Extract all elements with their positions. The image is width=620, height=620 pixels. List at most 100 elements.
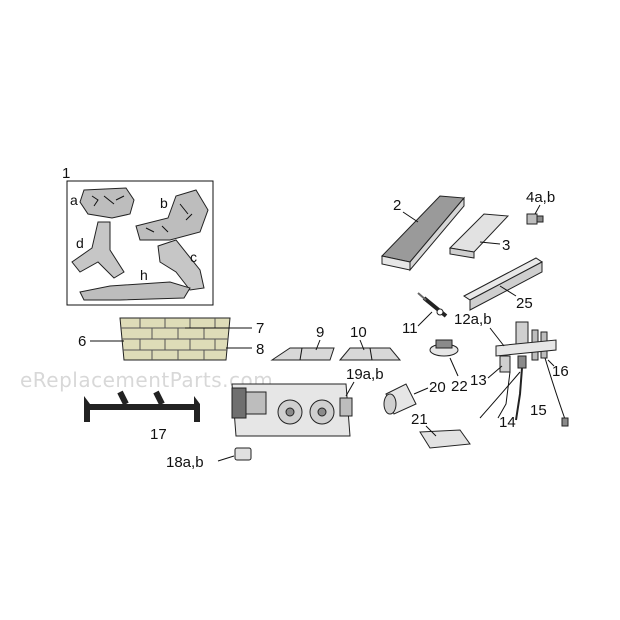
label-log-a: a	[70, 192, 78, 208]
callout-20: 20	[429, 379, 446, 396]
part-9-seam	[299, 347, 303, 361]
callout-13: 13	[470, 372, 487, 389]
callout-7: 7	[256, 320, 264, 337]
label-log-d: d	[76, 235, 84, 251]
part-4-fitting: 4a,b	[526, 189, 555, 225]
leader-18	[217, 455, 235, 462]
leader-13	[487, 365, 503, 379]
callout-25: 25	[516, 295, 533, 312]
part-11-tip	[417, 292, 427, 301]
leader-16	[547, 359, 555, 367]
callout-8: 8	[256, 341, 264, 358]
part-10-seam	[369, 347, 373, 361]
part-4-shape	[526, 213, 538, 225]
part-19-valve: 19a,b	[231, 366, 384, 437]
part-20-cylinder: 20	[383, 379, 446, 415]
part-15-end	[561, 417, 569, 427]
part-18-knob: 18a,b	[166, 447, 252, 471]
callout-19: 19a,b	[346, 366, 384, 383]
callout-16: 16	[552, 363, 569, 380]
part-20-end	[383, 393, 397, 415]
callout-2: 2	[393, 197, 401, 214]
callout-11: 11	[402, 320, 418, 337]
part-3-shape	[448, 213, 510, 253]
part-18-shape	[234, 447, 252, 461]
log-b	[135, 189, 209, 241]
label-log-b: b	[160, 195, 168, 211]
part-21-shape	[419, 429, 471, 449]
callout-22: 22	[451, 378, 468, 395]
part-22-switch: 22	[429, 339, 468, 395]
leader-22	[449, 357, 459, 377]
part-15-lead	[544, 357, 567, 423]
part-9-tile: 9	[270, 324, 335, 361]
part-3-edge	[449, 247, 475, 259]
part-11-nut	[436, 308, 444, 316]
part-22-cap	[435, 339, 453, 349]
callout-10: 10	[350, 324, 367, 341]
part-11-electrode: 11	[402, 292, 448, 337]
part-2-panel: 2	[381, 195, 466, 272]
part-19-dial-b-center	[317, 407, 327, 417]
part-17-prongs	[117, 390, 165, 406]
label-log-c: c	[190, 249, 197, 265]
leader-20	[413, 387, 429, 395]
part-25-bracket: 25	[463, 257, 543, 312]
leader-9	[315, 339, 321, 351]
part-19-knob-a	[245, 391, 267, 415]
callout-12: 12a,b	[454, 311, 492, 328]
part-3-panel: 3	[448, 213, 510, 259]
log-c	[157, 239, 205, 291]
pilot-fitting	[517, 355, 527, 369]
part-2-side	[409, 196, 465, 272]
part-19-outlet	[339, 397, 353, 417]
log-h	[79, 281, 191, 301]
brick-panel-group: 6 7 8	[78, 317, 264, 361]
log-a-texture	[91, 195, 125, 207]
leader-3	[479, 241, 501, 245]
leader-19	[345, 381, 355, 397]
part-17-grate: 17	[84, 390, 200, 443]
part-10-tile: 10	[338, 324, 402, 361]
leader-4	[534, 204, 541, 215]
log-a	[79, 187, 135, 219]
leader-11	[417, 311, 433, 327]
leader-21	[425, 425, 437, 437]
pilot-bracket	[495, 339, 557, 357]
part-9-shape	[270, 347, 335, 361]
label-log-h: h	[140, 267, 148, 283]
part-19-dial-a-center	[285, 407, 295, 417]
part-21-pad: 21	[411, 411, 471, 449]
callout-4: 4a,b	[526, 189, 555, 206]
watermark-text: eReplacementParts.com	[20, 368, 273, 392]
log-d	[71, 221, 125, 279]
pilot-hood	[515, 321, 529, 345]
callout-21: 21	[411, 411, 428, 428]
pilot-lead	[479, 371, 521, 419]
log-set-group: 1 a b d c h	[62, 165, 214, 306]
leader-10	[359, 339, 365, 351]
part-10-shape	[338, 347, 402, 361]
log-b-texture	[145, 203, 193, 233]
callout-18: 18a,b	[166, 454, 204, 471]
brick-mortar-lines	[121, 318, 229, 360]
part-19-terminals	[231, 387, 247, 419]
part-17-rail	[84, 404, 196, 410]
callout-1: 1	[62, 165, 70, 182]
pilot-orifice	[499, 355, 511, 373]
part-25-top	[463, 257, 543, 301]
callout-15: 15	[530, 402, 547, 419]
callout-6: 6	[78, 333, 86, 350]
part-14-wire	[497, 371, 511, 419]
part-14-tube	[515, 367, 523, 421]
leader-25	[499, 285, 517, 297]
leader-12	[489, 327, 505, 347]
callout-3: 3	[502, 237, 510, 254]
callout-17: 17	[150, 426, 167, 443]
leader-2	[402, 211, 419, 223]
pilot-assembly: 12a,b 13 14 15 16	[454, 311, 569, 431]
callout-14: 14	[499, 414, 516, 431]
part-4-nut	[536, 215, 544, 223]
